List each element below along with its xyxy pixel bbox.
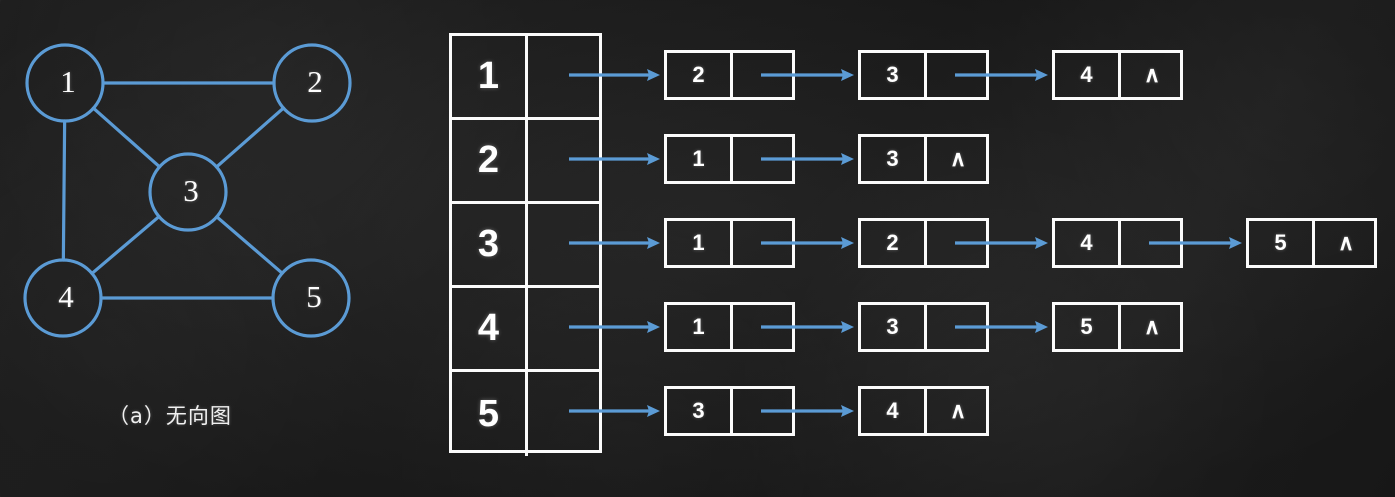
list-node-null-pointer: ∧	[1337, 230, 1355, 255]
list-node-null-pointer: ∧	[949, 398, 967, 423]
vertex-index-cell-divider	[525, 36, 528, 117]
list-node-null-pointer: ∧	[1143, 62, 1161, 87]
graph-vertex-1[interactable]	[25, 43, 105, 123]
vertex-index-row[interactable]: 5	[452, 372, 599, 456]
list-node[interactable]: 4∧	[858, 386, 989, 436]
vertex-index-table: 1 2 3 4 5	[449, 33, 602, 456]
list-node-value: 4	[886, 398, 899, 423]
graph-edge-3-5	[215, 215, 284, 275]
list-node-value: 5	[1080, 314, 1093, 339]
list-node-divider	[924, 305, 927, 349]
vertex-index-label-5: 5	[477, 392, 500, 435]
vertex-index-label-2: 2	[477, 139, 500, 181]
list-node[interactable]: 5∧	[1052, 302, 1183, 352]
list-node-divider	[730, 221, 733, 265]
list-node-value: 1	[692, 146, 705, 171]
graph-drawing	[23, 43, 352, 338]
list-node-divider	[1118, 53, 1121, 97]
list-node-value: 2	[886, 230, 899, 255]
list-node-divider	[924, 221, 927, 265]
head-pointer-arrow-3	[569, 236, 660, 250]
list-node-value: 1	[692, 230, 705, 255]
head-pointer-arrow-5	[569, 404, 660, 418]
list-link-arrow	[1149, 236, 1242, 250]
figure-caption: （a）无向图	[108, 404, 232, 428]
list-link-arrow	[955, 68, 1048, 82]
list-link-arrow	[761, 236, 854, 250]
graph-vertex-2[interactable]	[272, 43, 352, 123]
list-node-null-pointer: ∧	[949, 146, 967, 171]
vertex-index-cell-divider	[525, 120, 528, 201]
vertex-index-cell-divider	[525, 204, 528, 285]
vertex-index-row[interactable]: 4	[452, 288, 599, 372]
list-node-value: 5	[1274, 230, 1287, 255]
vertex-index-row[interactable]: 3	[452, 204, 599, 288]
vertex-index-cell-divider	[525, 288, 528, 369]
vertex-index-row[interactable]: 2	[452, 120, 599, 204]
graph-vertex-4[interactable]	[23, 258, 103, 338]
graph-edge-1-3	[91, 106, 162, 169]
vertex-index-row[interactable]: 1	[452, 36, 599, 120]
list-node-divider	[924, 389, 927, 433]
list-link-arrow	[761, 152, 854, 166]
list-node-divider	[1118, 305, 1121, 349]
list-node-divider	[730, 137, 733, 181]
vertex-index-label-1: 1	[477, 55, 500, 97]
list-node-divider	[730, 305, 733, 349]
graph-vertex-5[interactable]	[271, 258, 351, 338]
vertex-index-label-4: 4	[477, 307, 500, 349]
list-node-value: 3	[886, 62, 899, 87]
list-link-arrow	[761, 68, 854, 82]
list-node[interactable]: 3∧	[858, 134, 989, 184]
list-node-divider	[924, 137, 927, 181]
list-node-divider	[1118, 221, 1121, 265]
graph-edge-1-4	[61, 119, 67, 262]
list-node-value: 4	[1080, 62, 1093, 87]
vertex-index-label-3: 3	[477, 223, 500, 265]
list-node-null-pointer: ∧	[1143, 314, 1161, 339]
list-link-arrow	[955, 320, 1048, 334]
list-node-value: 4	[1080, 230, 1093, 255]
list-node-value: 3	[692, 398, 705, 423]
graph-vertex-3[interactable]	[148, 152, 228, 232]
graph-edge-2-3	[214, 106, 286, 169]
head-pointer-arrow-1	[569, 68, 660, 82]
list-link-arrow	[761, 404, 854, 418]
list-link-arrow	[955, 236, 1048, 250]
list-node[interactable]: 4∧	[1052, 50, 1183, 100]
list-node-value: 1	[692, 314, 705, 339]
graph-edge-3-4	[90, 214, 161, 276]
vertex-index-cell-divider	[525, 372, 528, 456]
list-node[interactable]: 5∧	[1246, 218, 1377, 268]
head-pointer-arrow-2	[569, 152, 660, 166]
list-node-divider	[730, 53, 733, 97]
list-node-value: 3	[886, 314, 899, 339]
list-node-value: 3	[886, 146, 899, 171]
list-node-divider	[1312, 221, 1315, 265]
list-node-value: 2	[692, 62, 705, 87]
list-link-arrow	[761, 320, 854, 334]
head-pointer-arrow-4	[569, 320, 660, 334]
list-node-divider	[730, 389, 733, 433]
list-node-divider	[924, 53, 927, 97]
